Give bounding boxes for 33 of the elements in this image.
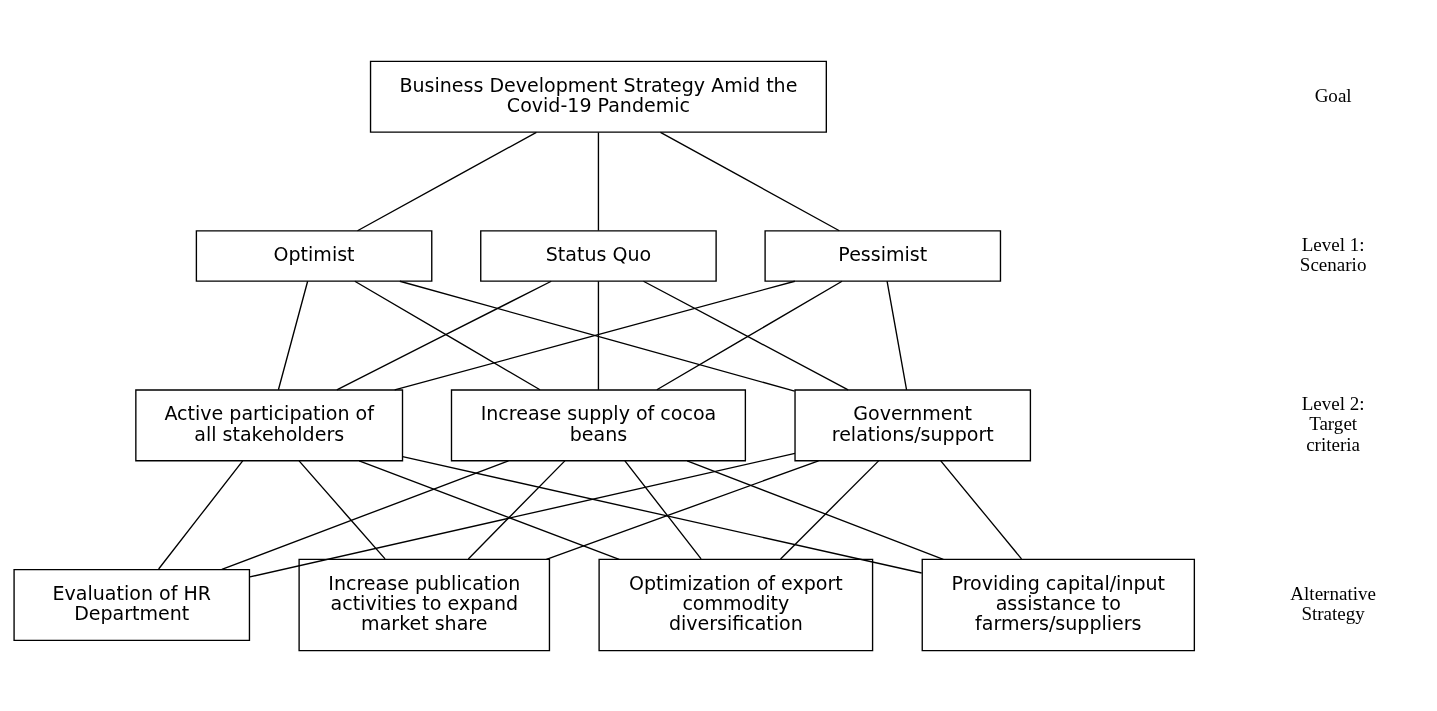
connector xyxy=(249,452,796,578)
node-box: Increase publication activities to expand market share xyxy=(298,558,551,651)
connector xyxy=(401,455,923,574)
connector xyxy=(624,459,702,560)
connector xyxy=(545,459,820,560)
label: Goal xyxy=(1314,84,1352,106)
node-box: Optimist xyxy=(195,229,433,282)
node-box: Optimization of export commodity diversification xyxy=(598,558,874,651)
node-box: Increase supply of cocoa beans xyxy=(450,388,747,461)
node-box: Business Development Strategy Amid the Covid-19 Pandemic xyxy=(369,60,827,133)
node-box: Status Quo xyxy=(480,229,717,282)
connector xyxy=(779,459,880,560)
connector xyxy=(298,459,386,560)
connector xyxy=(886,280,908,390)
connector xyxy=(277,280,309,390)
connector xyxy=(597,131,600,231)
connector xyxy=(940,459,1023,560)
label: Level 2: Target criteria xyxy=(1301,392,1365,455)
connector xyxy=(597,280,600,390)
node-box: Government relations/support xyxy=(794,388,1032,461)
node-box: Active participation of all stakeholders xyxy=(135,388,404,461)
node-box: Evaluation of HR Department xyxy=(13,568,251,641)
node-box: Providing capital/input assistance to farmers/suppliers xyxy=(921,558,1196,651)
connector xyxy=(686,459,944,560)
label: Alternative Strategy xyxy=(1290,582,1376,624)
connector xyxy=(659,131,841,231)
label: Level 1: Scenario xyxy=(1299,233,1367,275)
connector xyxy=(358,459,620,560)
node-box: Pessimist xyxy=(764,229,1002,282)
connector xyxy=(467,459,566,560)
connector xyxy=(356,131,538,231)
connector xyxy=(157,459,244,570)
connector xyxy=(221,459,510,570)
